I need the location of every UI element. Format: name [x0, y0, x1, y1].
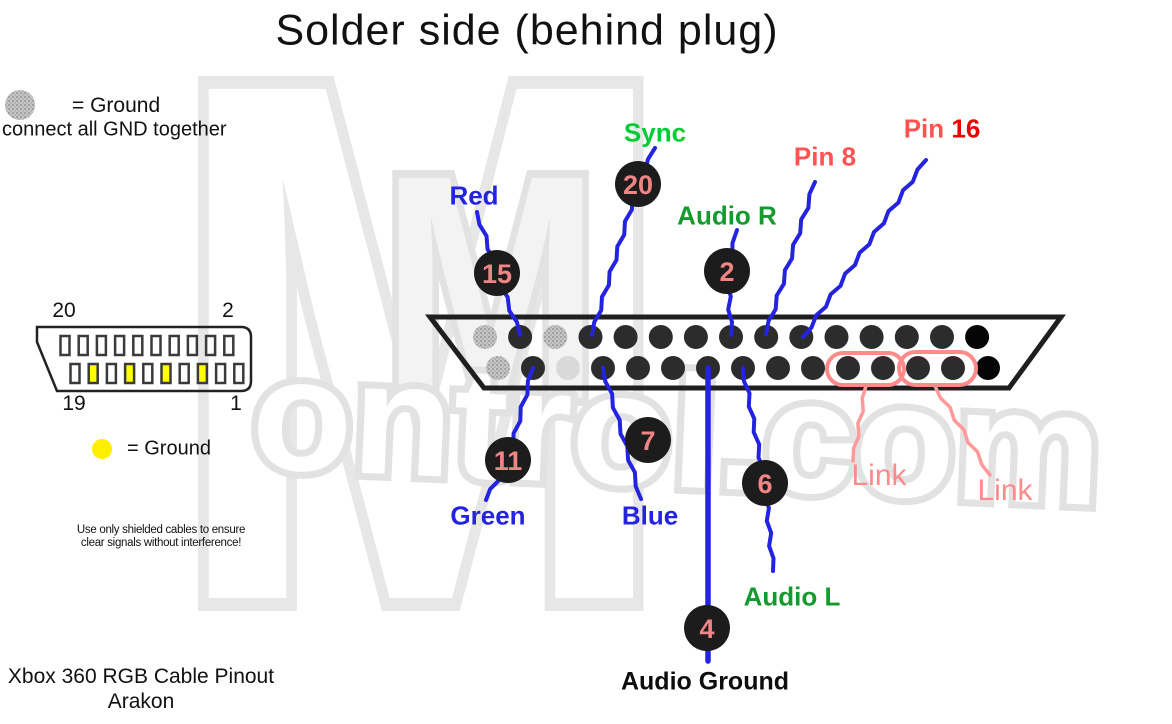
scart-slot-top-7: [186, 334, 199, 357]
pin16-label: Pin 16: [904, 114, 981, 145]
solder-pin-bottom-5: [661, 356, 685, 380]
solder-pin-bottom-12: [906, 356, 930, 380]
numbered-pin-15: [474, 250, 520, 296]
solder-pin-top-13: [930, 325, 954, 349]
wire-link-1: [851, 384, 868, 463]
numbered-pin-15-text: 15: [482, 259, 512, 289]
solder-pin-top-6: [683, 325, 708, 349]
scart-slot-top-2: [95, 334, 108, 357]
scart-slot-bottom-7: [196, 362, 209, 385]
solder-pin-top-12: [894, 325, 919, 349]
solder-pin-top-3: [578, 325, 603, 349]
audio-l-label: Audio L: [743, 581, 841, 612]
link-label-1: Link: [851, 459, 907, 492]
scart-slot-top-6: [168, 334, 180, 357]
scart-slot-top-8: [204, 334, 217, 357]
solder-pin-bottom-9: [801, 356, 825, 380]
solder-pin-top-2: [543, 325, 568, 349]
numbered-pin-6-text: 6: [757, 469, 772, 499]
audio-ground-label: Audio Ground: [620, 667, 790, 696]
solder-pin-top-8: [754, 325, 779, 349]
diagram-title: Solder side (behind plug): [275, 6, 779, 55]
numbered-pin-2: [704, 248, 750, 294]
yellow-ground-dot: [92, 439, 112, 459]
shielded-cable-note-line2: clear signals without interference!: [80, 537, 242, 549]
solder-pin-top-10: [824, 325, 849, 349]
solder-pin-bottom-10: [836, 356, 860, 380]
solder-pin-top-4: [613, 325, 638, 349]
numbered-pin-11-text: 11: [494, 446, 523, 476]
wire-link-2: [933, 384, 992, 477]
gray-ground-dot: [5, 90, 35, 120]
solder-pin-top-5: [648, 325, 673, 349]
connector-outline: [424, 314, 1066, 391]
scart-slot-bottom-0: [69, 362, 81, 385]
red-label: Red: [449, 180, 499, 211]
gray-ground-legend-text: = Ground: [72, 94, 161, 117]
footer-title: Xbox 360 RGB Cable Pinout: [7, 665, 275, 688]
solder-pin-bottom-4: [626, 356, 650, 380]
scart-pin-2-label: 2: [222, 299, 234, 322]
pin8-label: Pin 8: [793, 141, 857, 172]
solder-pin-top-1: [508, 325, 533, 349]
audio-r-label: Audio R: [677, 200, 777, 231]
link-oval-2: [897, 350, 978, 387]
scart-slot-top-9: [223, 334, 235, 357]
gray-ground-legend-note: connect all GND together: [2, 118, 227, 141]
wire-pin16: [801, 158, 928, 339]
numbered-pin-7-text: 7: [640, 426, 655, 456]
solder-pin-top-11: [859, 325, 884, 349]
scart-slot-bottom-9: [233, 362, 245, 385]
wire-blue: [601, 366, 643, 501]
solder-pin-bottom-13: [941, 356, 965, 380]
scart-slot-top-4: [132, 334, 144, 357]
scart-slot-bottom-1: [87, 362, 99, 385]
scart-slot-top-0: [59, 334, 71, 357]
shielded-cable-note-line1: Use only shielded cables to ensure: [76, 524, 246, 536]
scart-pin-1-label: 1: [230, 392, 242, 415]
green-label: Green: [450, 500, 526, 531]
solder-pin-top-14: [965, 325, 990, 349]
numbered-pin-2-text: 2: [719, 257, 734, 287]
scart-slot-bottom-4: [142, 362, 154, 385]
numbered-pin-20-text: 20: [623, 170, 653, 200]
numbered-pin-11: [485, 437, 531, 483]
pin16-label-part: Pin: [903, 113, 952, 144]
solder-pin-bottom-14: [976, 356, 1000, 380]
scart-slot-bottom-2: [105, 362, 118, 385]
link-label-2: Link: [977, 474, 1033, 507]
solder-pin-bottom-11: [871, 356, 895, 380]
solder-pin-bottom-8: [766, 356, 790, 380]
numbered-pin-6: [742, 460, 788, 506]
scart-slot-bottom-8: [214, 362, 227, 385]
solder-pin-top-0: [473, 325, 497, 349]
wire-pin8: [764, 180, 817, 336]
scart-pin-19-label: 19: [62, 392, 86, 415]
scart-slot-bottom-3: [123, 362, 136, 385]
numbered-pin-4-text: 4: [699, 614, 714, 644]
scart-slot-top-3: [113, 334, 126, 357]
numbered-pin-4: [684, 605, 730, 651]
numbered-pin-20: [615, 161, 661, 207]
footer-author: Arakon: [107, 690, 175, 713]
sync-label: Sync: [623, 117, 687, 148]
numbered-pin-7: [625, 417, 671, 463]
watermark-inner-letter: M: [381, 109, 600, 467]
scart-connector-outline: [35, 325, 253, 393]
blue-label: Blue: [621, 500, 679, 531]
scart-slot-top-5: [150, 334, 162, 357]
scart-slot-top-1: [77, 334, 89, 357]
yellow-ground-legend-text: = Ground: [127, 437, 211, 460]
scart-slot-bottom-5: [160, 362, 172, 385]
solder-pin-bottom-2: [556, 356, 580, 380]
scart-pin-20-label: 20: [52, 299, 76, 322]
pin16-label-part: 16: [951, 113, 981, 144]
scart-slot-bottom-6: [178, 362, 190, 385]
solder-pin-bottom-0: [486, 356, 510, 380]
link-oval-1: [825, 351, 906, 387]
